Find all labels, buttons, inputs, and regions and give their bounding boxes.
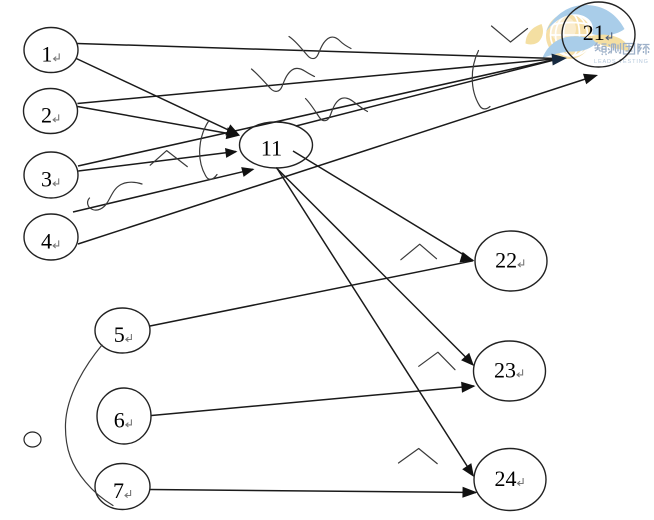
svg-text:11: 11 bbox=[261, 136, 282, 161]
svg-text:6: 6 bbox=[114, 407, 125, 432]
svg-text:4: 4 bbox=[41, 228, 52, 253]
svg-text:22: 22 bbox=[495, 247, 517, 272]
svg-text:3: 3 bbox=[41, 166, 52, 191]
svg-text:1: 1 bbox=[41, 41, 52, 66]
svg-text:2: 2 bbox=[41, 102, 52, 127]
svg-text:24: 24 bbox=[495, 466, 517, 491]
svg-text:23: 23 bbox=[494, 357, 516, 382]
svg-text:7: 7 bbox=[113, 478, 124, 503]
svg-text:5: 5 bbox=[114, 322, 125, 347]
svg-text:LEADS TESTING: LEADS TESTING bbox=[594, 59, 649, 65]
svg-text:21: 21 bbox=[583, 20, 605, 45]
